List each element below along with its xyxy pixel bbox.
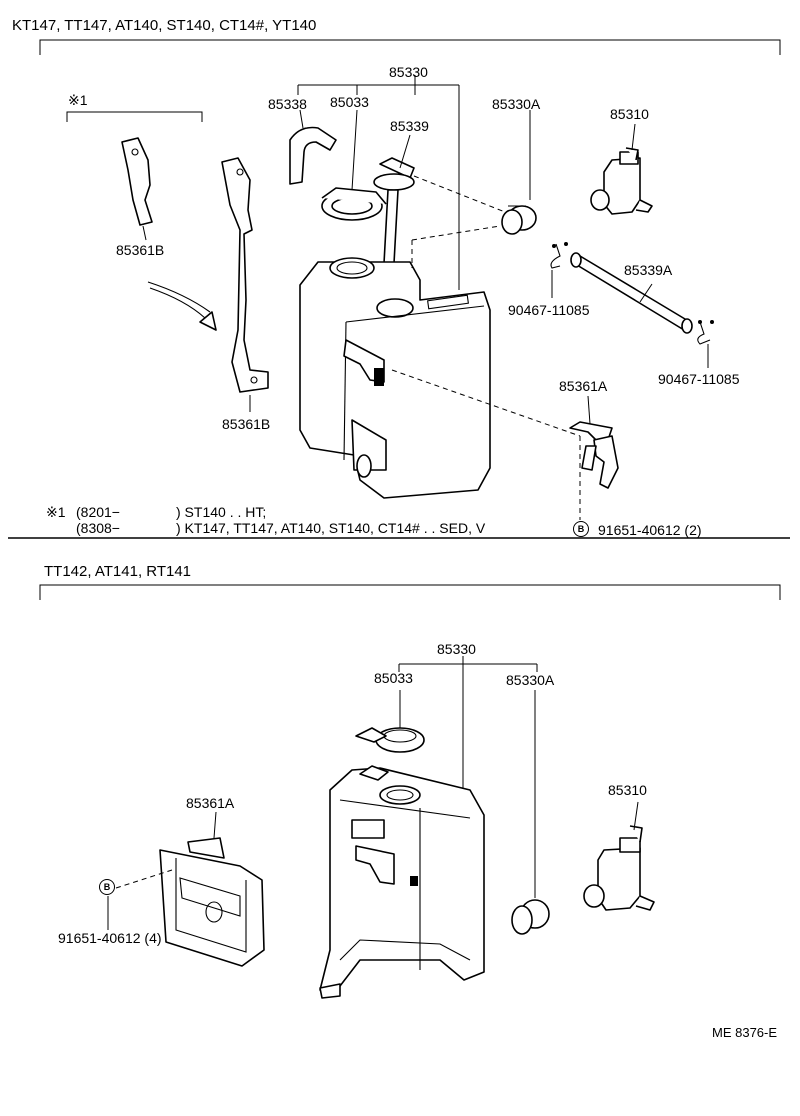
pump-85310 <box>590 123 653 215</box>
label-85339: 85339 <box>390 118 429 134</box>
bracket-85361B-upper <box>121 137 153 241</box>
grommet-85330A-lower <box>511 690 550 935</box>
cap-85033 <box>321 109 387 221</box>
section2-85330-leader <box>398 656 538 790</box>
label-clip-right: 90467-11085 <box>658 371 740 387</box>
label-85330A: 85330A <box>492 96 541 112</box>
label-clip-left: 90467-11085 <box>508 302 590 318</box>
label-85361A-lower: 85361A <box>186 795 235 811</box>
direction-arrow <box>147 281 217 331</box>
tube-85339A <box>570 252 693 334</box>
section1-dashed-lines <box>391 175 581 520</box>
tank-85330-lower <box>319 765 485 999</box>
note-bracket <box>66 111 203 122</box>
clip-90467-right <box>697 320 714 368</box>
footnote-line1-text: ) ST140 . . HT; <box>176 504 267 520</box>
pump-85310-lower <box>583 801 655 911</box>
drawing-code: ME 8376-E <box>712 1025 778 1040</box>
footnote-line1-code: (8201− <box>76 504 120 520</box>
label-85361B-upper: 85361B <box>116 242 165 258</box>
label-bolt-lower: 91651-40612 (4) <box>58 930 162 946</box>
bracket-85361A-upper <box>569 395 619 489</box>
label-85361A: 85361A <box>559 378 608 394</box>
bolt-symbol-lower: B <box>99 879 115 895</box>
label-85310-lower: 85310 <box>608 782 647 798</box>
footnote-line2-code: (8308− <box>76 520 120 536</box>
label-85330A-lower: 85330A <box>506 672 555 688</box>
label-85033-lower: 85033 <box>374 670 413 686</box>
bolt-symbol-upper: B <box>573 521 589 537</box>
section1-title: KT147, TT147, AT140, ST140, CT14#, YT140 <box>12 17 317 34</box>
grommet-85330A <box>501 110 537 235</box>
label-85361B-lower: 85361B <box>222 416 271 432</box>
label-85033: 85033 <box>330 94 369 110</box>
section2-frame <box>39 584 781 600</box>
footnote-mark: ※1 <box>46 504 66 520</box>
label-85339A: 85339A <box>624 262 673 278</box>
label-bolt-upper: 91651-40612 (2) <box>598 522 702 538</box>
footnote-line2-text: ) KT147, TT147, AT140, ST140, CT14# . . … <box>176 520 486 536</box>
cap-85033-lower <box>355 690 425 753</box>
tank-85330 <box>299 257 491 499</box>
clip-90467-left <box>550 242 568 298</box>
section2-title: TT142, AT141, RT141 <box>44 563 192 580</box>
hose-85338 <box>289 109 337 185</box>
label-85338: 85338 <box>268 96 307 112</box>
bracket-85361A-lower <box>159 811 265 967</box>
label-85330: 85330 <box>389 64 428 80</box>
label-85330-lower: 85330 <box>437 641 476 657</box>
section1-85330-leader <box>297 75 460 290</box>
label-85310: 85310 <box>610 106 649 122</box>
section2-dashed-lines <box>107 869 173 930</box>
section1-frame <box>8 39 790 539</box>
bracket-85361B-long <box>221 157 269 412</box>
note-mark-label: ※1 <box>68 92 88 108</box>
